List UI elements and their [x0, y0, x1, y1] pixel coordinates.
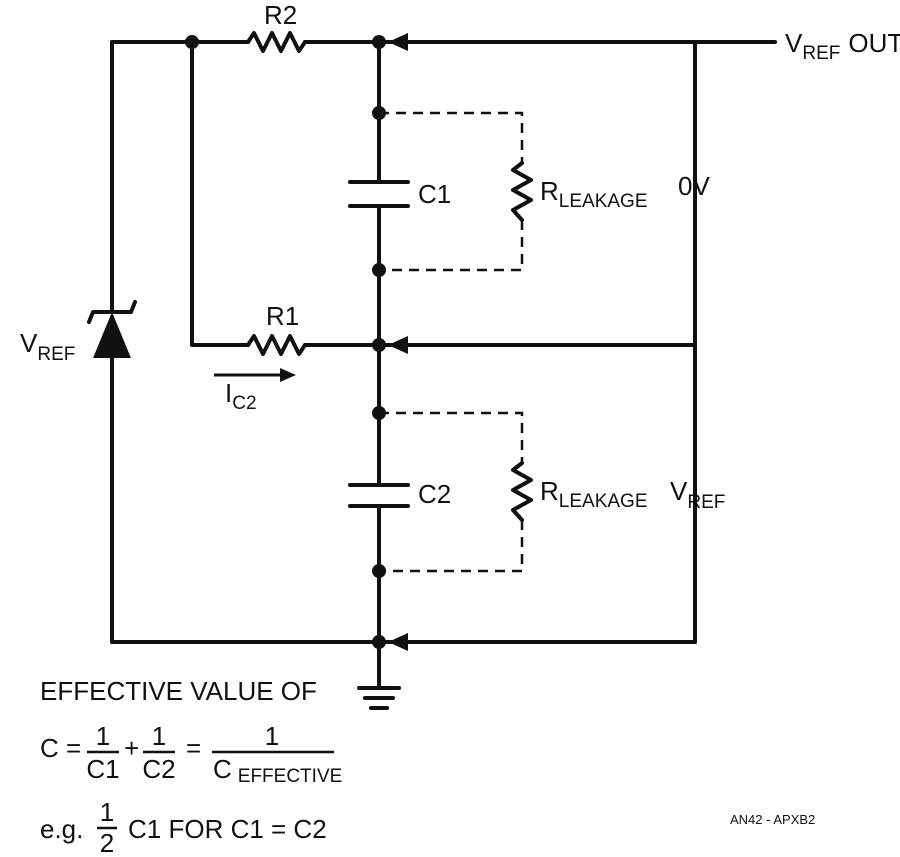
ground-symbol	[357, 686, 401, 710]
current-arrow-ic2	[214, 368, 296, 382]
capacitor-c1	[348, 180, 410, 208]
r1-resistor	[246, 334, 307, 356]
rleakage-bottom-resistor	[511, 461, 533, 522]
rleakage-bottom-label: RLEAKAGE	[540, 476, 648, 512]
half-numerator: 1	[100, 797, 114, 827]
frac3-numerator: 1	[265, 721, 279, 751]
vref-left-label: VREF	[20, 328, 75, 365]
c1-label: C1	[418, 179, 451, 209]
junction-dot	[372, 564, 386, 578]
r2-label: R2	[264, 0, 297, 30]
formula-heading: EFFECTIVE VALUE OF	[40, 676, 317, 706]
r2-resistor	[246, 31, 307, 53]
junction-dots	[185, 35, 386, 649]
formula-c-equals: C =	[40, 733, 81, 763]
leakage-loop-bottom	[379, 411, 533, 573]
junction-dot	[185, 35, 199, 49]
probe-arrow-mid	[388, 336, 408, 354]
inner-wire	[190, 40, 250, 347]
formula-block: EFFECTIVE VALUE OF C = 1 C1 + 1 C2 = 1 C…	[40, 676, 342, 857]
frac1-numerator: 1	[96, 721, 110, 751]
junction-dot	[372, 406, 386, 420]
vref-right-label: VREF	[670, 476, 725, 513]
c2-label: C2	[418, 479, 451, 509]
wires	[110, 31, 777, 690]
example-tail: C1 FOR C1 = C2	[128, 814, 327, 844]
ic2-label: IC2	[225, 378, 257, 414]
frac1-denominator: C1	[86, 754, 119, 784]
zero-volt-label: 0V	[678, 171, 710, 201]
formula-plus: +	[124, 733, 139, 763]
capacitor-c2	[348, 483, 410, 508]
formula-equals: =	[186, 733, 201, 763]
zener-diode-symbol	[87, 300, 137, 358]
junction-dot	[372, 635, 386, 649]
half-denominator: 2	[100, 828, 114, 857]
junction-dot	[372, 263, 386, 277]
rleakage-top-resistor	[511, 161, 533, 222]
example-eg: e.g.	[40, 814, 83, 844]
leakage-loop-top	[379, 111, 533, 272]
frac2-numerator: 1	[152, 721, 166, 751]
probe-arrow-top	[388, 33, 408, 51]
frac2-denominator: C2	[142, 754, 175, 784]
rleakage-top-label: RLEAKAGE	[540, 176, 648, 212]
r1-label: R1	[266, 301, 299, 331]
junction-dot	[372, 35, 386, 49]
figure-id: AN42 - APXB2	[730, 812, 815, 827]
junction-dot	[372, 338, 386, 352]
probe-arrow-bottom	[388, 633, 408, 651]
probe-arrows	[388, 33, 408, 651]
junction-dot	[372, 106, 386, 120]
